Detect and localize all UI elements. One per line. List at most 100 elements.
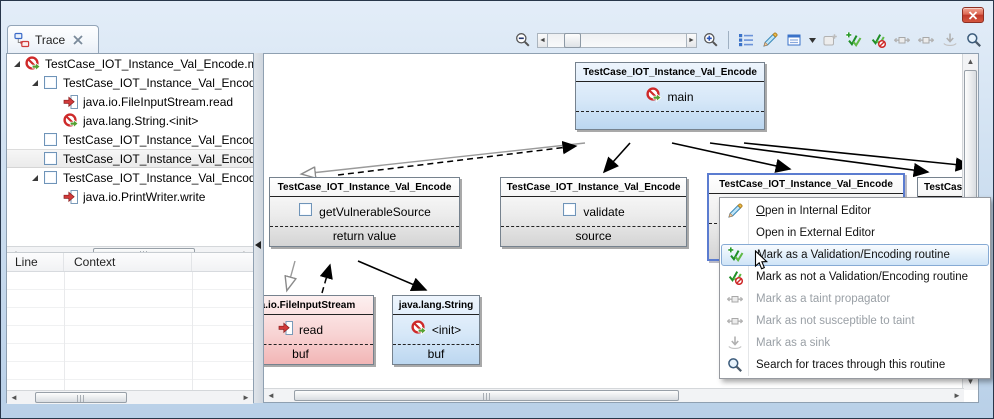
mouse-cursor-icon	[754, 249, 769, 277]
slider-right-arrow-icon[interactable]: ►	[686, 32, 697, 48]
tree-item[interactable]: TestCase_IOT_Instance_Val_Encode.m	[7, 54, 253, 73]
menu-item-open-internal-editor[interactable]: Open in Internal Editor	[721, 200, 989, 222]
node-header: java.io.FileInputStream	[264, 296, 373, 315]
table-hscroll-thumb[interactable]	[35, 392, 127, 403]
trace-graph-canvas[interactable]: TestCase_IOT_Instance_Val_Encode main Te…	[263, 53, 979, 403]
tree-item[interactable]: TestCase_IOT_Instance_Val_Encod	[7, 130, 253, 149]
menu-item-unmark-validation[interactable]: Mark as not a Validation/Encoding routin…	[721, 266, 989, 288]
menu-item-search-traces[interactable]: Search for traces through this routine	[721, 354, 989, 376]
zoom-slider[interactable]: ◄ ►	[537, 32, 697, 48]
tab-label: Trace	[35, 32, 66, 47]
mark-validation-button[interactable]	[844, 30, 864, 50]
checkbox-icon[interactable]	[43, 151, 59, 167]
menu-item-mark-validation[interactable]: Mark as a Validation/Encoding routine	[721, 244, 989, 266]
slider-left-arrow-icon[interactable]: ◄	[537, 32, 548, 48]
view-menu-button[interactable]	[784, 30, 804, 50]
tree-item-label: TestCase_IOT_Instance_Val_Encod	[63, 75, 253, 90]
trace-left-panel: TestCase_IOT_Instance_Val_Encode.m TestC…	[6, 53, 254, 404]
tree-item[interactable]: java.lang.String.<init>	[7, 111, 253, 130]
scroll-down-icon[interactable]: ▼	[966, 377, 975, 386]
node-member-label: <init>	[431, 322, 462, 337]
taint-source-icon	[25, 55, 41, 72]
mark-taint-propagator-button	[892, 30, 912, 50]
scroll-left-icon[interactable]: ◄	[10, 393, 18, 402]
search-traces-button[interactable]	[964, 30, 984, 50]
tab-trace[interactable]: Trace	[7, 25, 99, 53]
zoom-slider-thumb[interactable]	[564, 32, 581, 48]
tree-item-label: TestCase_IOT_Instance_Val_Encode.m	[45, 56, 253, 71]
tree-item[interactable]: java.io.PrintWriter.write	[7, 187, 253, 206]
mark-not-susceptible-button	[916, 30, 936, 50]
context-menu: Open in Internal Editor Open in External…	[719, 197, 991, 379]
column-header-context[interactable]: Context	[64, 253, 192, 271]
zoom-slider-track[interactable]	[548, 32, 686, 48]
canvas-hscroll-thumb[interactable]	[294, 390, 679, 401]
checkbox-icon[interactable]	[43, 132, 59, 148]
node-member-label: read	[298, 322, 324, 337]
taint-source-icon	[646, 87, 663, 106]
expander-icon[interactable]	[13, 60, 21, 68]
checkbox-icon[interactable]	[298, 202, 314, 221]
node-member-label: getVulnerableSource	[319, 204, 431, 219]
unmark-validation-icon	[721, 269, 749, 285]
table-body-empty	[7, 272, 253, 390]
menu-item-mark-not-susceptible: Mark as not susceptible to taint	[721, 310, 989, 332]
canvas-hscrollbar[interactable]: ◄ ►	[264, 388, 964, 402]
scroll-left-icon[interactable]: ◄	[267, 391, 275, 400]
table-hscrollbar[interactable]: ◄ ►	[7, 390, 253, 404]
node-footer: source	[575, 229, 612, 243]
tabstrip: Trace ◄ ►	[6, 25, 988, 53]
checkbox-icon[interactable]	[562, 202, 578, 221]
collapse-left-icon[interactable]	[255, 236, 261, 254]
node-footer	[576, 112, 764, 129]
tree-item-label: java.lang.String.<init>	[83, 113, 199, 128]
zoom-out-button[interactable]	[513, 30, 533, 50]
tree-item-label: TestCase_IOT_Instance_Val_Encod	[63, 151, 253, 166]
outline-list-button[interactable]	[736, 30, 756, 50]
graph-toolbar: ◄ ►	[513, 28, 984, 52]
taint-propagator-icon	[721, 291, 749, 307]
tree-item[interactable]: java.io.FileInputStream.read	[7, 92, 253, 111]
read-icon	[63, 94, 79, 110]
sink-icon	[721, 335, 749, 351]
taint-source-icon	[63, 112, 79, 129]
node-header: TestCase_IOT_Instance_Val_Encode	[501, 178, 686, 197]
panel-sash[interactable]	[254, 53, 263, 403]
graph-node-getvulnerablesource[interactable]: TestCase_IOT_Instance_Val_Encode getVuln…	[269, 177, 460, 247]
menu-item-mark-sink: Mark as a sink	[721, 332, 989, 354]
read-icon	[278, 320, 294, 339]
scroll-right-icon[interactable]: ►	[242, 393, 250, 402]
tree-item-selected[interactable]: TestCase_IOT_Instance_Val_Encod	[7, 149, 253, 168]
expander-icon[interactable]	[31, 174, 39, 182]
node-header: TestCase_IOT_Instance_Val_Encode	[270, 178, 459, 197]
checkbox-icon[interactable]	[43, 170, 59, 186]
titlebar	[2, 2, 992, 25]
table-header: Line Context	[7, 253, 253, 272]
graph-node-main[interactable]: TestCase_IOT_Instance_Val_Encode main	[575, 62, 765, 130]
graph-node-validate[interactable]: TestCase_IOT_Instance_Val_Encode validat…	[500, 177, 687, 247]
zoom-in-button[interactable]	[701, 30, 721, 50]
scroll-up-icon[interactable]: ▲	[966, 57, 975, 66]
graph-node-fileinputstream-read[interactable]: java.io.FileInputStream read buf	[264, 295, 374, 365]
scroll-right-icon[interactable]: ►	[953, 391, 961, 400]
tab-close-icon[interactable]	[72, 34, 84, 46]
node-footer: buf	[427, 347, 445, 361]
tree-item[interactable]: TestCase_IOT_Instance_Val_Encod	[7, 168, 253, 187]
graph-node-string-init[interactable]: java.lang.String <init> buf	[392, 295, 480, 365]
menu-item-mark-taint-propagator: Mark as a taint propagator	[721, 288, 989, 310]
open-editor-button[interactable]	[760, 30, 780, 50]
node-header: java.lang.String	[393, 296, 479, 315]
unmark-validation-button[interactable]	[868, 30, 888, 50]
chevron-down-icon[interactable]	[808, 30, 816, 50]
checkbox-icon[interactable]	[43, 75, 59, 91]
search-icon	[721, 357, 749, 373]
node-header: TestCase_IOT_Instance_Val_Encode	[576, 63, 764, 82]
node-member-label: main	[667, 89, 694, 104]
tree-item[interactable]: TestCase_IOT_Instance_Val_Encod	[7, 73, 253, 92]
expander-icon[interactable]	[31, 79, 39, 87]
tree-item-label: java.io.PrintWriter.write	[83, 189, 206, 204]
menu-item-open-external-editor[interactable]: Open in External Editor	[756, 227, 875, 239]
column-header-line[interactable]: Line	[7, 253, 64, 271]
window-close-button[interactable]	[962, 7, 984, 23]
